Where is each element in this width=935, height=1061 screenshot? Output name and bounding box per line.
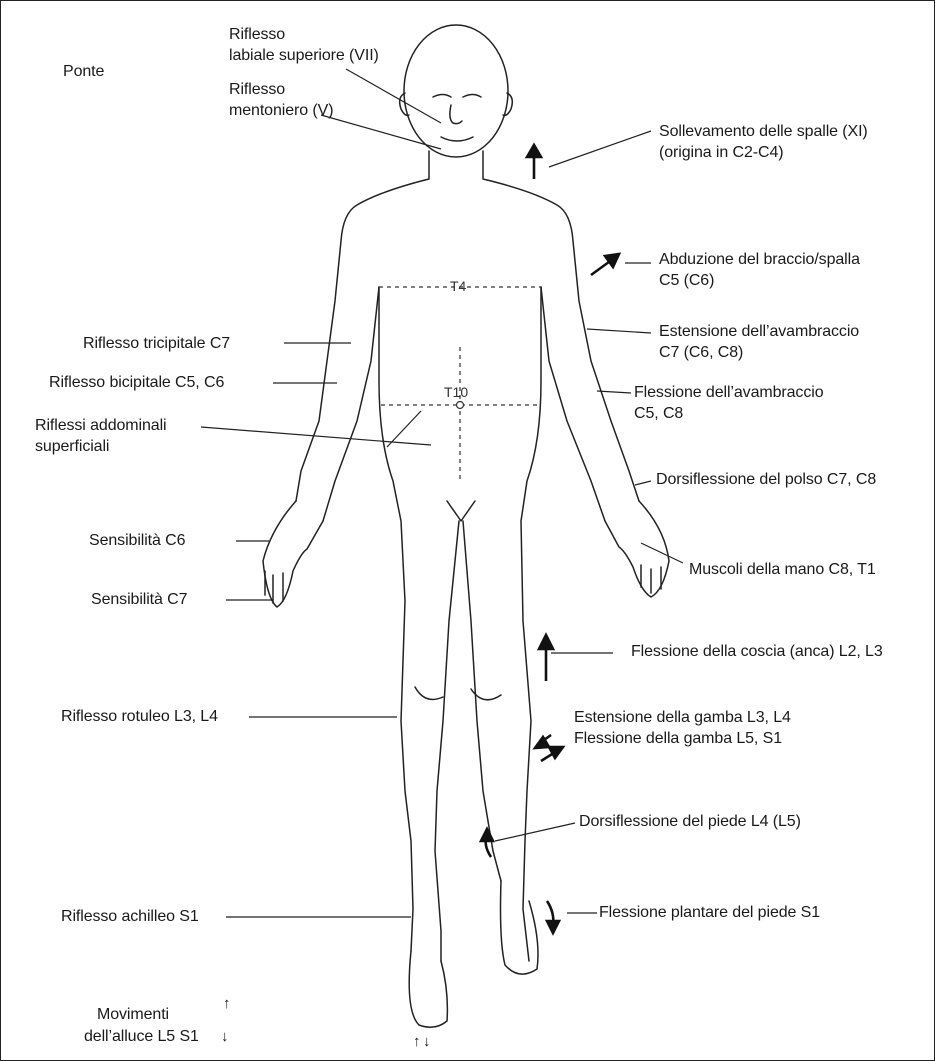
nose: [450, 105, 462, 124]
label-dorsiflessione-piede: Dorsiflessione del piede L4 (L5): [579, 811, 801, 832]
label-movimenti-alluce-2: dell’alluce L5 S1: [84, 1026, 199, 1047]
label-sensibilita-c7: Sensibilità C7: [91, 589, 187, 610]
label-sollevamento-1: Sollevamento delle spalle (XI): [659, 121, 868, 142]
crotch: [447, 501, 475, 521]
right-hand: [605, 501, 669, 597]
right-foot: [501, 881, 539, 974]
torso-left-leg-outer: [379, 287, 413, 951]
torso-right-leg-outer: [521, 287, 541, 961]
label-riflesso-mentoniero-1: Riflesso: [229, 79, 285, 100]
label-flessione-plantare: Flessione plantare del piede S1: [599, 902, 820, 923]
leader-labiale: [346, 69, 441, 123]
label-flessione-avambraccio-1: Flessione dell’avambraccio: [634, 382, 824, 403]
label-estensione-avambraccio-1: Estensione dell’avambraccio: [659, 321, 859, 342]
label-riflessi-addominali-2: superficiali: [35, 436, 109, 457]
arrow-arm-abduction: [591, 254, 619, 275]
leader-polso: [635, 481, 651, 485]
label-ponte: Ponte: [63, 61, 104, 82]
arrow-shoulder-up: [527, 145, 541, 179]
t4-label: T4: [450, 278, 467, 294]
right-arm-inner: [541, 287, 605, 521]
left-foot: [409, 951, 447, 1027]
leader-estensione-avambraccio: [587, 329, 651, 333]
label-riflesso-rotuleo: Riflesso rotuleo L3, L4: [61, 706, 218, 727]
left-hand: [263, 501, 323, 607]
label-riflesso-mentoniero-2: mentoniero (V): [229, 100, 333, 121]
t10-label: T10: [444, 384, 468, 400]
label-sensibilita-c6: Sensibilità C6: [89, 530, 185, 551]
label-riflessi-addominali-1: Riflessi addominali: [35, 415, 167, 436]
leader-mano: [641, 543, 683, 563]
right-leg-inner: [463, 521, 501, 881]
head-outline: [404, 25, 508, 157]
arrow-up-icon: ↑: [223, 993, 230, 1014]
arrow-down-icon: ↓: [221, 1026, 228, 1047]
arrow-plantar-flexion: [547, 901, 559, 933]
label-abduzione-2: C5 (C6): [659, 270, 714, 291]
label-abduzione-1: Abduzione del braccio/spalla: [659, 249, 860, 270]
toe-arrow-down-icon: ↓: [423, 1031, 430, 1052]
label-riflesso-labiale-2: labiale superiore (VII): [229, 45, 379, 66]
leader-mentoniero: [321, 115, 441, 149]
eyes: [433, 95, 481, 98]
arrow-thigh-flexion: [539, 635, 553, 681]
mouth: [441, 137, 473, 141]
right-fingers: [641, 565, 661, 593]
navel: [457, 402, 464, 409]
left-arm-inner: [323, 287, 379, 521]
arrow-leg-flexion: [541, 747, 563, 761]
label-flessione-gamba: Flessione della gamba L5, S1: [574, 728, 782, 749]
label-riflesso-bicipitale: Riflesso bicipitale C5, C6: [49, 372, 224, 393]
leader-sollevamento: [549, 131, 651, 167]
label-estensione-gamba: Estensione della gamba L3, L4: [574, 707, 791, 728]
label-flessione-avambraccio-2: C5, C8: [634, 403, 683, 424]
knees: [415, 687, 501, 700]
leader-dorsiflessione-piede: [495, 823, 575, 841]
label-estensione-avambraccio-2: C7 (C6, C8): [659, 342, 743, 363]
label-flessione-coscia: Flessione della coscia (anca) L2, L3: [631, 641, 883, 662]
label-sollevamento-2: (origina in C2-C4): [659, 142, 783, 163]
label-muscoli-mano: Muscoli della mano C8, T1: [689, 559, 876, 580]
label-dorsiflessione-polso: Dorsiflessione del polso C7, C8: [656, 469, 876, 490]
left-leg-inner: [435, 521, 459, 961]
label-riflesso-tricipitale: Riflesso tricipitale C7: [83, 333, 230, 354]
toe-arrow-up-icon: ↑: [413, 1031, 420, 1052]
label-riflesso-labiale-1: Riflesso: [229, 24, 285, 45]
label-movimenti-alluce-1: Movimenti: [97, 1004, 169, 1025]
label-riflesso-achilleo: Riflesso achilleo S1: [61, 906, 199, 927]
